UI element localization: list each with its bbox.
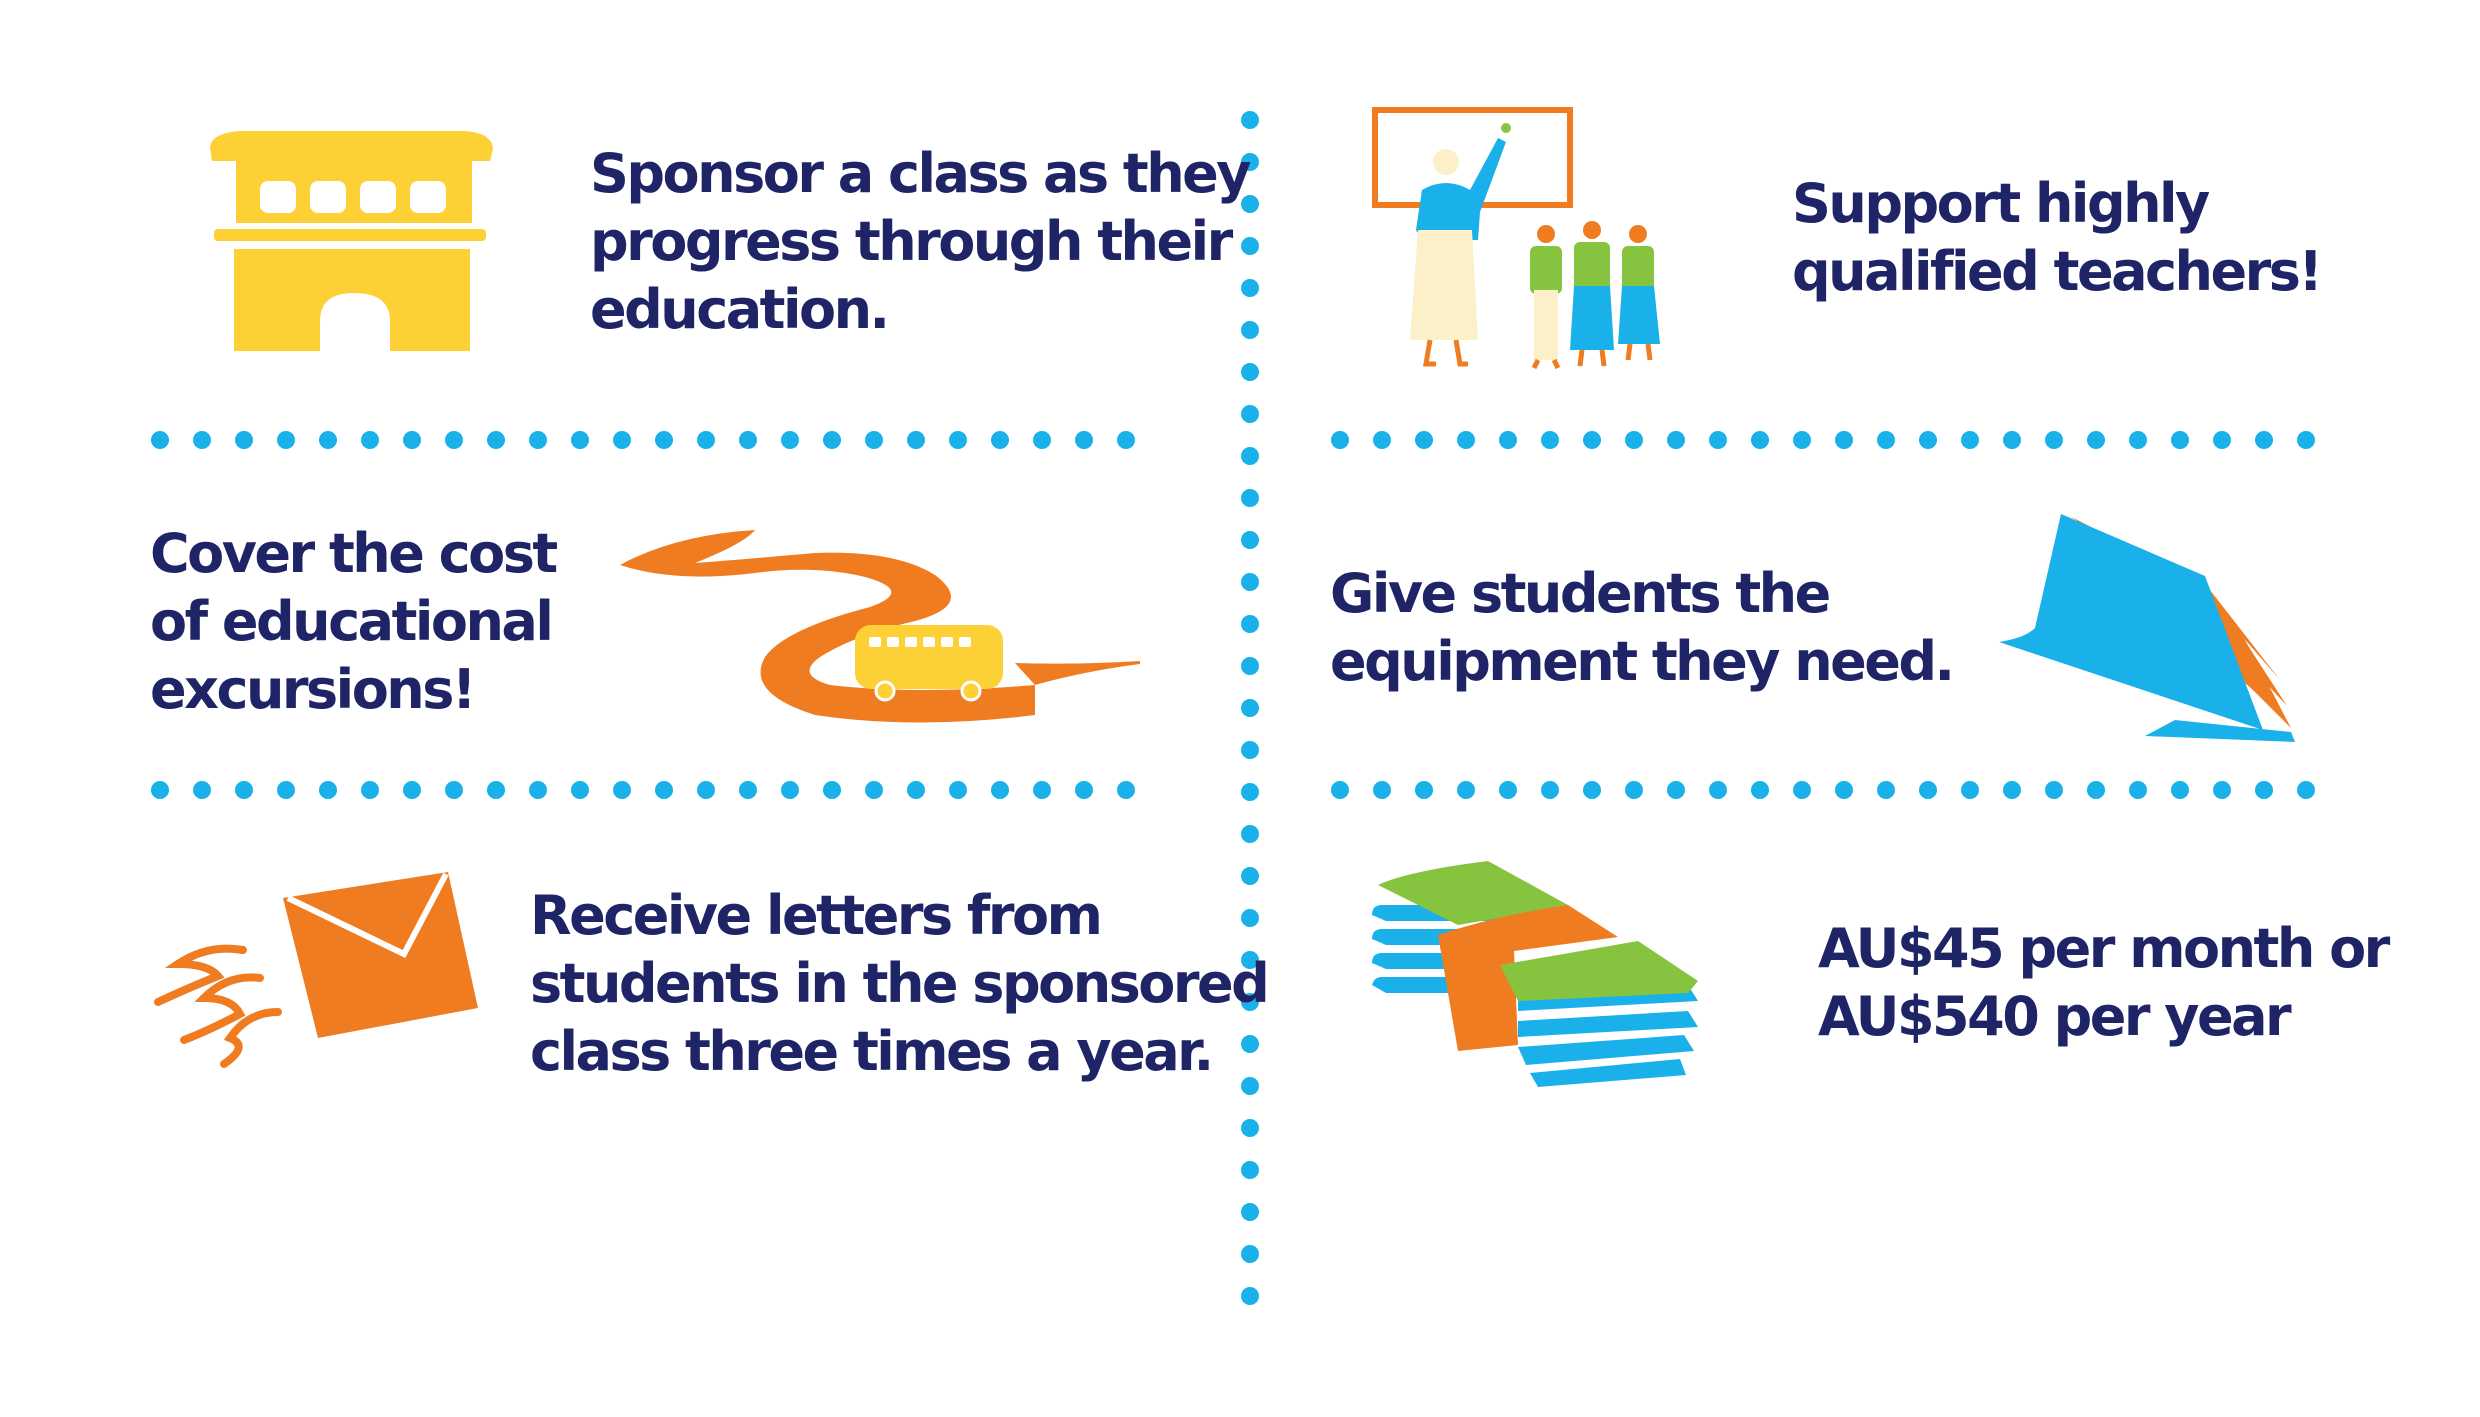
bus-road-icon xyxy=(620,530,1140,723)
equipment-line-1: Give students the xyxy=(1330,562,1831,625)
excursions-line-2: of educational xyxy=(150,590,554,653)
price-line-1: AU$45 per month or xyxy=(1818,917,2390,980)
flying-envelope-icon xyxy=(154,872,478,1068)
price-line-2: AU$540 per year xyxy=(1818,985,2292,1048)
horizontal-dotted-divider-left-bottom xyxy=(151,781,1149,799)
excursions-line-3: excursions! xyxy=(150,658,477,721)
price-text: AU$45 per month or AU$540 per year xyxy=(1818,915,2390,1051)
letters-line-1: Receive letters from xyxy=(530,884,1103,947)
sponsor-class-line-3: education. xyxy=(590,278,890,341)
equipment-line-2: equipment they need. xyxy=(1330,630,1955,693)
vertical-dotted-divider xyxy=(1241,111,1259,1329)
horizontal-dotted-divider-left-top xyxy=(151,431,1149,449)
excursions-line-1: Cover the cost xyxy=(150,522,558,585)
letters-text: Receive letters from students in the spo… xyxy=(530,882,1270,1086)
money-stack-icon xyxy=(1372,861,1698,1087)
sponsor-class-text: Sponsor a class as they progress through… xyxy=(590,140,1252,344)
horizontal-dotted-divider-right-top xyxy=(1331,431,2339,449)
excursions-text: Cover the cost of educational excursions… xyxy=(150,520,558,724)
letters-line-3: class three times a year. xyxy=(530,1020,1214,1083)
books-icon xyxy=(1999,514,2295,742)
sponsor-class-line-2: progress through their xyxy=(590,210,1233,273)
letters-line-2: students in the sponsored xyxy=(530,952,1270,1015)
sponsor-class-line-1: Sponsor a class as they xyxy=(590,142,1252,205)
teachers-line-1: Support highly xyxy=(1792,172,2210,235)
teachers-text: Support highly qualified teachers! xyxy=(1792,170,2323,306)
equipment-text: Give students the equipment they need. xyxy=(1330,560,1955,696)
teacher-classroom-icon xyxy=(1372,107,1660,370)
school-building-icon xyxy=(210,131,493,351)
horizontal-dotted-divider-right-bottom xyxy=(1331,781,2339,799)
teachers-line-2: qualified teachers! xyxy=(1792,240,2323,303)
